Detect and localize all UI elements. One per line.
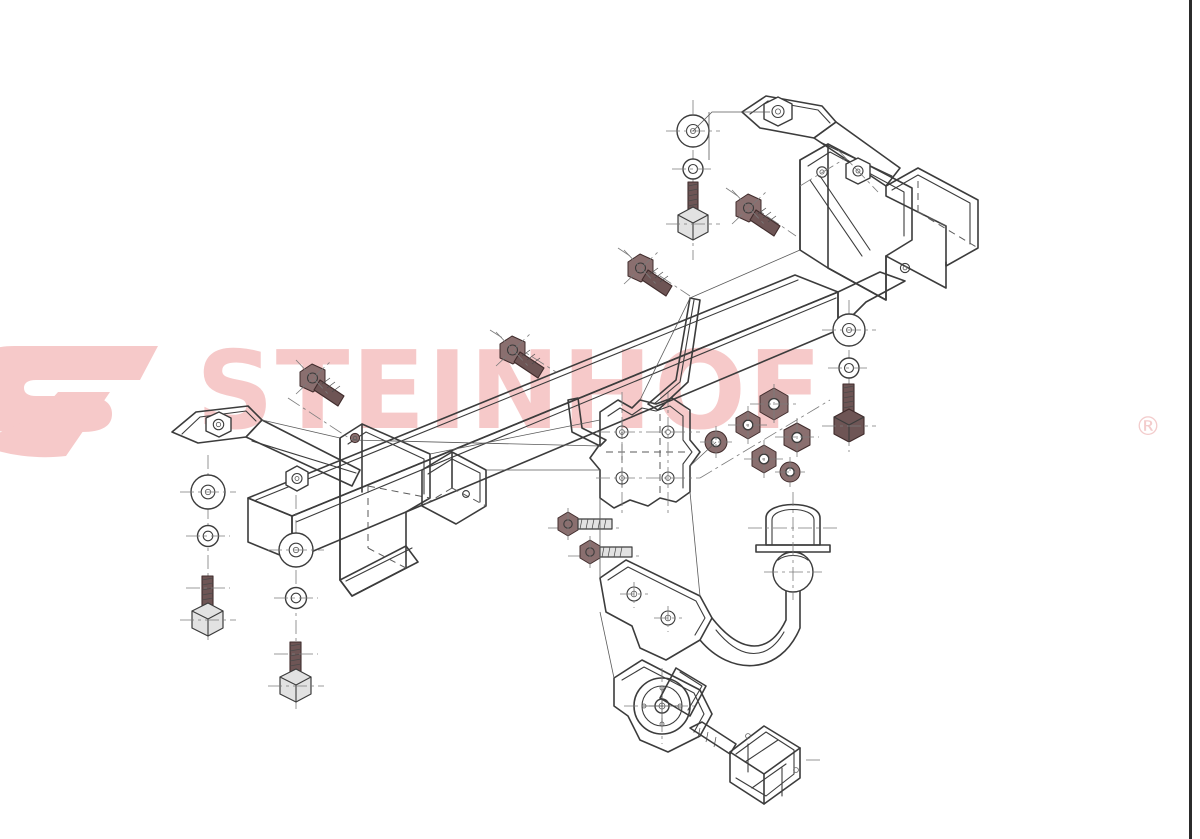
right-white-margin	[1192, 0, 1200, 839]
beam-bolt-3	[617, 247, 691, 297]
socket-plate-part	[689, 721, 824, 805]
fastener-stack-right	[822, 300, 876, 452]
reference-lines	[261, 249, 801, 679]
beam-bolt-4	[725, 187, 797, 237]
fastener-stack-left-2	[268, 465, 324, 712]
fastener-stack-upper	[666, 100, 770, 260]
hitch-bolt-2	[568, 536, 640, 568]
nut-washer-cluster	[699, 384, 831, 487]
left-bracket-part	[171, 405, 487, 597]
beam-bolt-1	[287, 359, 353, 441]
towball-arm-part	[599, 492, 840, 667]
fastener-stack-left-1	[180, 455, 236, 640]
beam-bolt-2	[489, 329, 557, 379]
hitch-bolt-1	[548, 508, 622, 540]
lower-pivot-plate	[613, 659, 713, 753]
right-bracket-part	[741, 95, 979, 301]
right-edge-border	[1189, 0, 1192, 839]
hitch-plate-part	[567, 297, 701, 516]
